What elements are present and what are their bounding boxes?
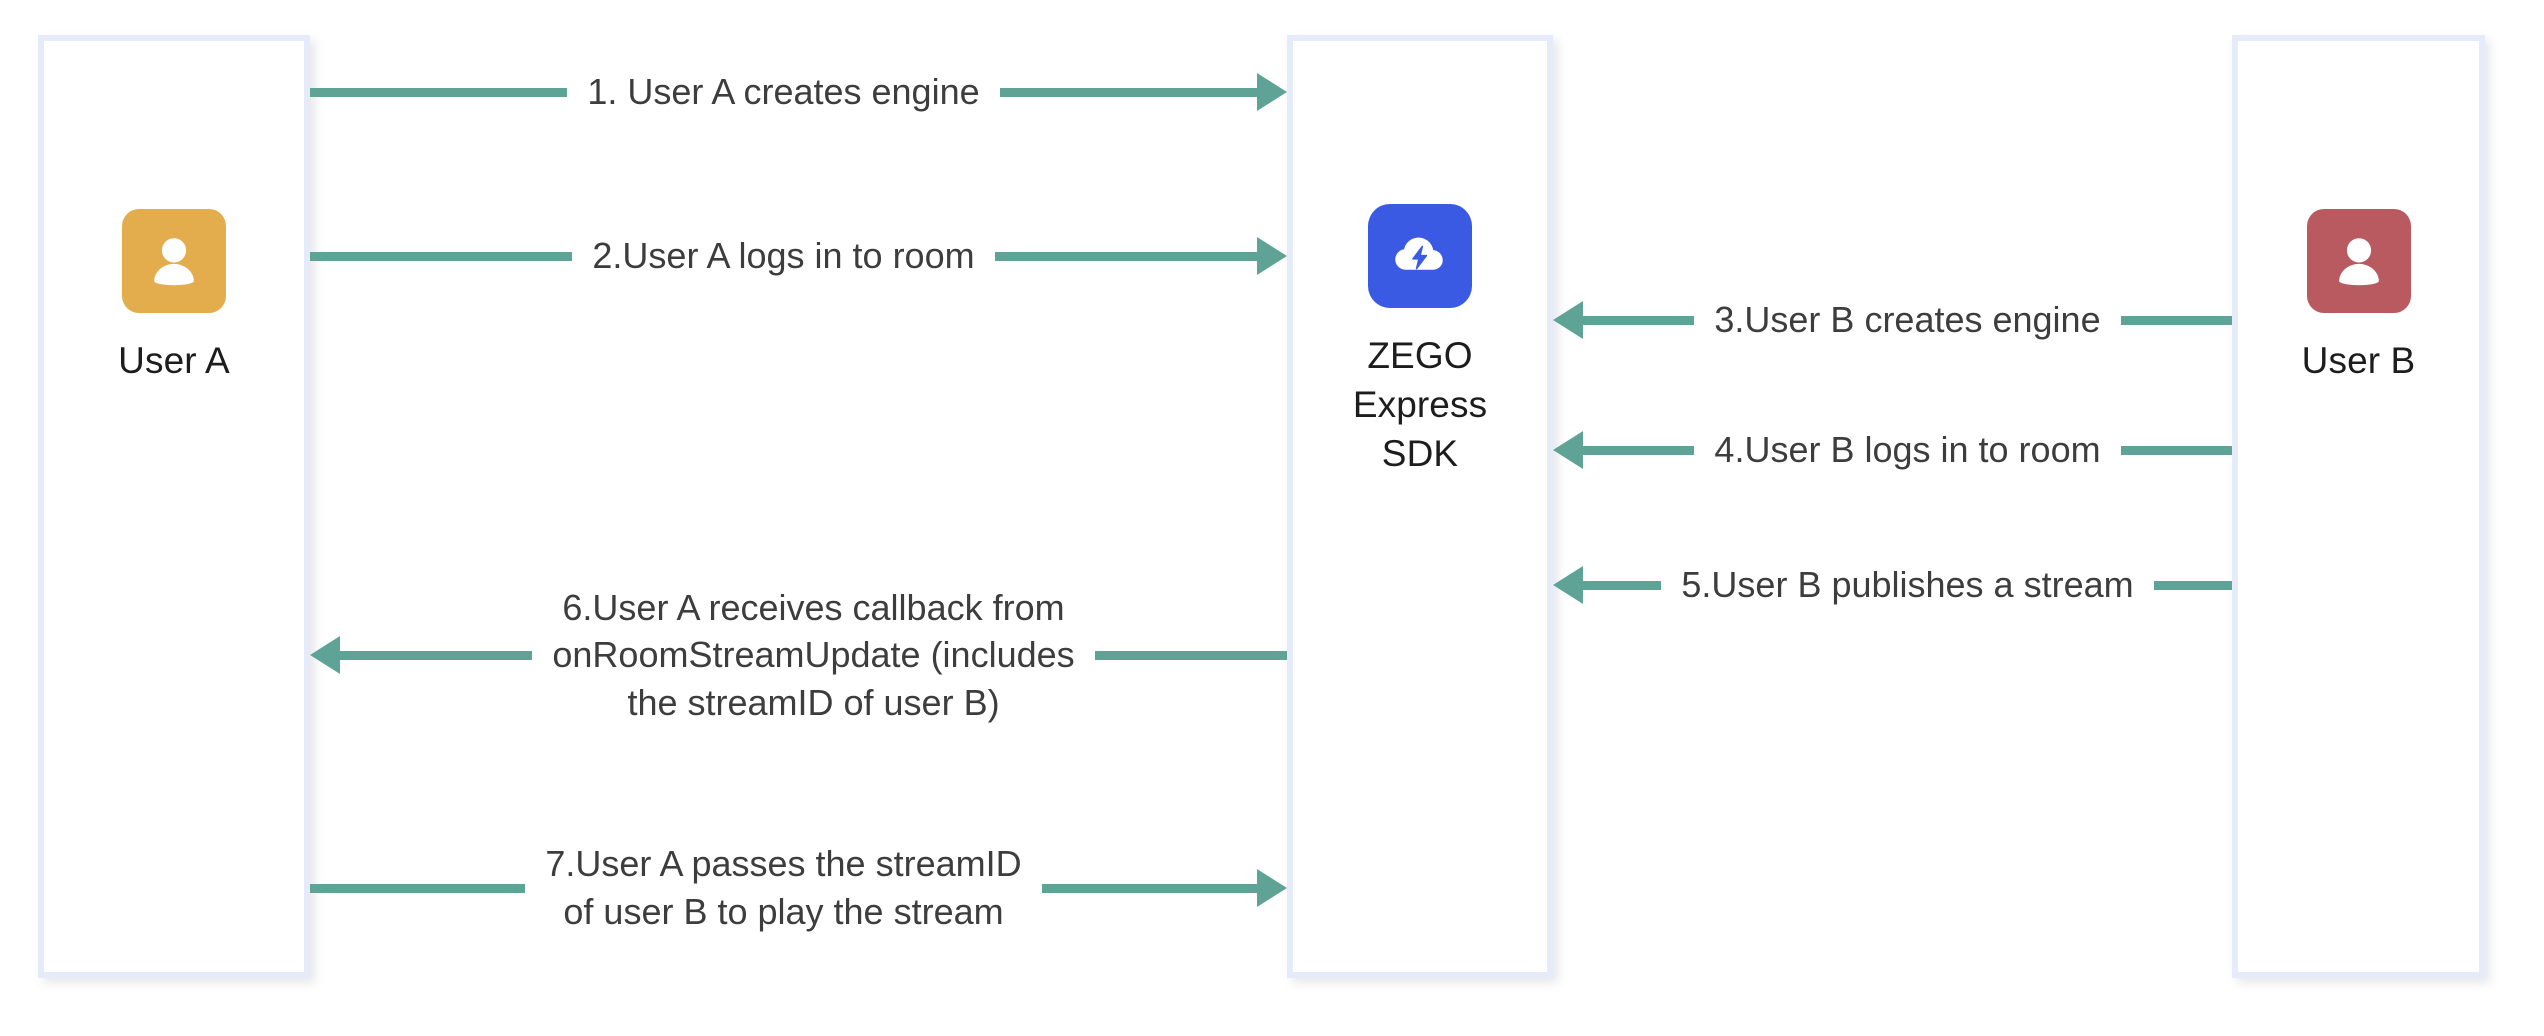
arrow-line (1583, 315, 1695, 325)
lifeline-column-user-b: User B (2232, 35, 2485, 978)
actor-zego: ZEGO Express SDK (1293, 204, 1547, 478)
arrow-line (2120, 315, 2232, 325)
arrowhead-left-icon (1553, 301, 1583, 339)
arrowhead-right-icon (1257, 73, 1287, 111)
message-label-7: 7.User A passes the streamID of user B t… (545, 843, 1022, 932)
actor-caption-user-b: User B (2301, 340, 2416, 381)
arrow-line (1094, 650, 1288, 660)
lifeline-column-user-a: User A (38, 35, 310, 978)
arrow-line (1583, 445, 1695, 455)
arrow-line (2120, 445, 2232, 455)
actor-caption-user-a: User A (118, 340, 230, 381)
actor-user-b: User B (2238, 209, 2479, 386)
message-label-5: 5.User B publishes a stream (1681, 563, 2134, 605)
message-label-1: 1. User A creates engine (587, 70, 980, 112)
message-label-6: 6.User A receives callback from onRoomSt… (552, 586, 1075, 723)
arrow-line (1583, 580, 1662, 590)
message-label-2: 2.User A logs in to room (592, 234, 975, 276)
arrow-line (310, 251, 573, 261)
arrow-line (310, 87, 568, 97)
arrow-line (340, 650, 533, 660)
arrow-line (994, 251, 1257, 261)
arrowhead-right-icon (1257, 237, 1287, 275)
person-icon (122, 209, 226, 313)
arrowhead-left-icon (1553, 431, 1583, 469)
zego-cloud-bolt-icon (1368, 204, 1472, 308)
actor-user-a: User A (44, 209, 304, 386)
arrowhead-left-icon (1553, 566, 1583, 604)
arrow-line (310, 883, 526, 893)
arrow-line (999, 87, 1257, 97)
arrowhead-left-icon (310, 636, 340, 674)
person-icon (2306, 209, 2411, 313)
actor-caption-zego: ZEGO Express SDK (1352, 335, 1488, 474)
message-label-4: 4.User B logs in to room (1714, 428, 2101, 470)
arrow-line (2153, 580, 2233, 590)
message-label-3: 3.User B creates engine (1714, 298, 2101, 340)
lifeline-column-zego: ZEGO Express SDK (1287, 35, 1553, 978)
arrowhead-right-icon (1257, 869, 1287, 907)
arrow-line (1041, 883, 1257, 893)
